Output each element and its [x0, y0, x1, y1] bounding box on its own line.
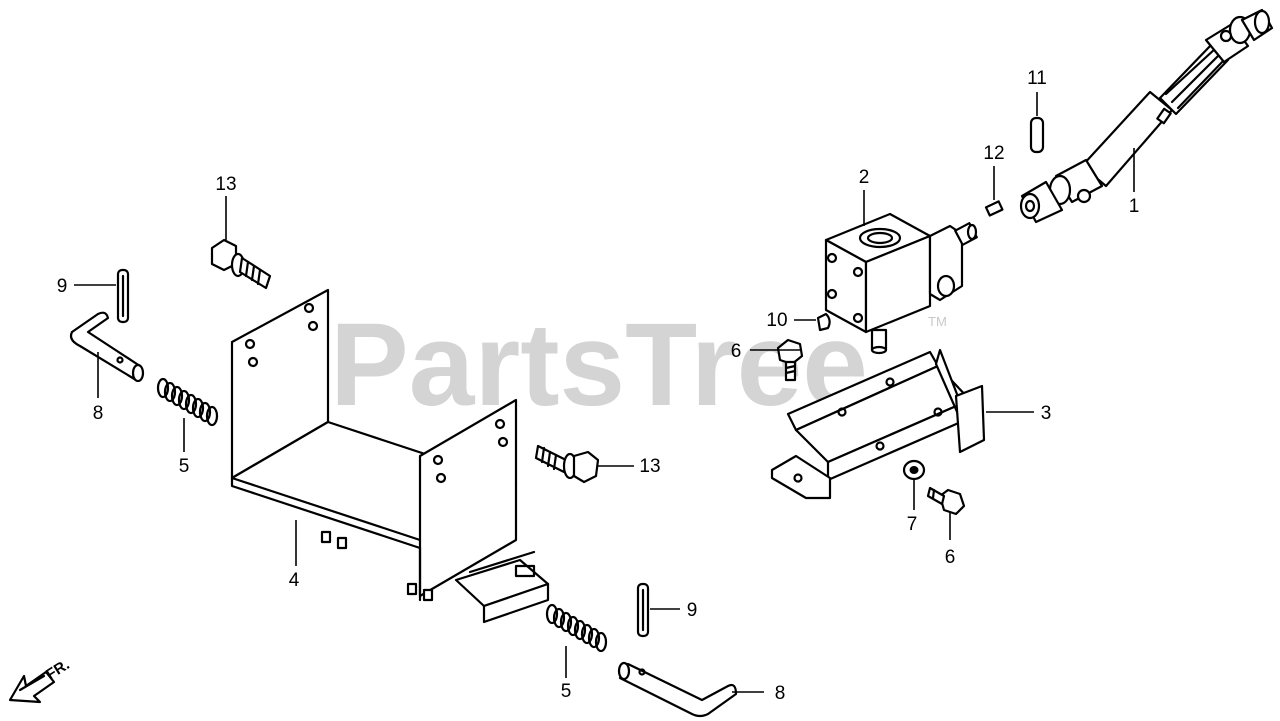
callout-7: 7 [907, 514, 918, 535]
part-5-spring-upper [156, 377, 219, 427]
callout-13-lower: 13 [639, 456, 660, 477]
part-13-flange-bolt-lower [534, 444, 600, 484]
part-11-pin [1029, 116, 1045, 154]
arrow-down-left-icon [8, 670, 56, 704]
part-12-key [984, 200, 1004, 217]
callout-9-lower: 9 [687, 600, 698, 621]
part-7-washer [902, 459, 926, 481]
part-9-pin-upper [116, 268, 130, 324]
callout-10: 10 [766, 310, 787, 331]
callout-3: 3 [1041, 403, 1052, 424]
callout-6-upper: 6 [731, 341, 742, 362]
part-9-pin-lower [636, 582, 650, 638]
callout-9-upper: 9 [57, 276, 68, 297]
callout-4: 4 [289, 570, 300, 591]
part-2-gear-box [824, 212, 978, 355]
part-10-key [816, 312, 831, 332]
part-6-bolt-lower [926, 486, 966, 516]
part-8-l-pin-upper [69, 311, 145, 383]
part-3-support-bracket [770, 348, 986, 500]
part-13-flange-bolt-upper [210, 238, 272, 290]
callout-6-lower: 6 [945, 547, 956, 568]
callout-5-lower: 5 [561, 681, 572, 702]
callout-2: 2 [859, 167, 870, 188]
watermark-text: PartsTree [330, 299, 868, 431]
callouts: 1 2 3 4 5 5 6 6 7 8 8 9 9 10 11 12 13 13 [57, 68, 1140, 704]
callout-5-upper: 5 [179, 456, 190, 477]
callout-8-upper: 8 [93, 403, 104, 424]
callout-12: 12 [983, 143, 1004, 164]
callout-13-upper: 13 [215, 174, 236, 195]
callout-1: 1 [1129, 196, 1140, 217]
part-5-spring-lower [545, 603, 608, 653]
callout-11: 11 [1027, 68, 1047, 89]
callout-8-lower: 8 [775, 683, 786, 704]
part-1-universal-joint-shaft [1019, 8, 1274, 224]
leader-lines [74, 92, 1135, 693]
part-6-bolt-upper [776, 338, 804, 382]
part-8-l-pin-lower [617, 661, 738, 718]
front-direction-indicator: FR. [8, 656, 73, 704]
part-4-mounting-bracket [230, 288, 550, 624]
watermark-trademark: TM [928, 314, 947, 329]
